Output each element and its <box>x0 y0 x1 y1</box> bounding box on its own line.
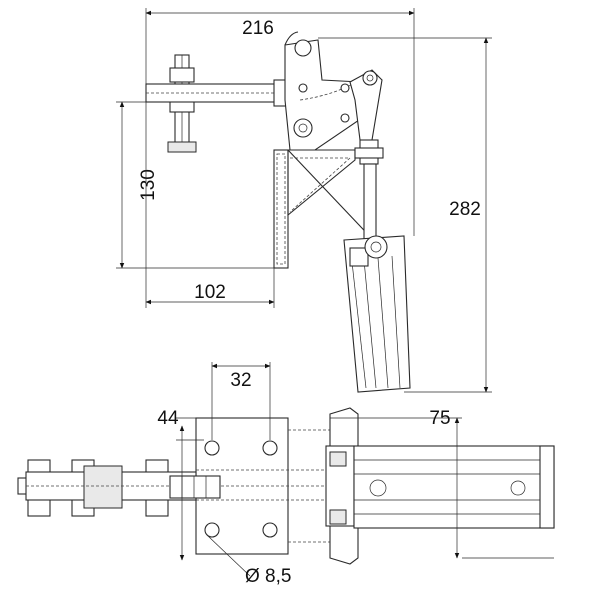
handle-grip <box>343 235 411 393</box>
side-view <box>145 31 411 393</box>
dim-hole-spacing: 32 <box>230 370 251 391</box>
top-view <box>17 407 555 565</box>
dim-handle-width: 75 <box>429 408 450 429</box>
pivot-block <box>325 407 359 565</box>
mounting-hole <box>204 522 220 538</box>
mounting-hole <box>262 440 278 456</box>
dim-base-offset: 102 <box>194 282 226 303</box>
spindle-bolt <box>167 54 197 153</box>
clamp-body <box>273 149 379 269</box>
dim-overall-width: 216 <box>242 18 274 39</box>
top-view-dimensions: 32 44 75 Ø 8,5 <box>157 362 554 587</box>
spindle-assembly-top <box>17 459 330 517</box>
dim-base-depth: 44 <box>157 408 179 429</box>
handle-top <box>353 445 555 529</box>
dim-overall-height: 282 <box>449 199 481 220</box>
dim-spindle-height: 130 <box>138 169 159 201</box>
link-plate <box>284 31 363 151</box>
clamp-arm <box>145 79 295 107</box>
side-view-dimensions: 216 282 130 102 <box>116 8 492 393</box>
lever-link <box>349 69 384 243</box>
dim-hole-diameter: Ø 8,5 <box>245 566 291 587</box>
mounting-hole <box>204 440 220 456</box>
mounting-hole <box>262 522 278 538</box>
